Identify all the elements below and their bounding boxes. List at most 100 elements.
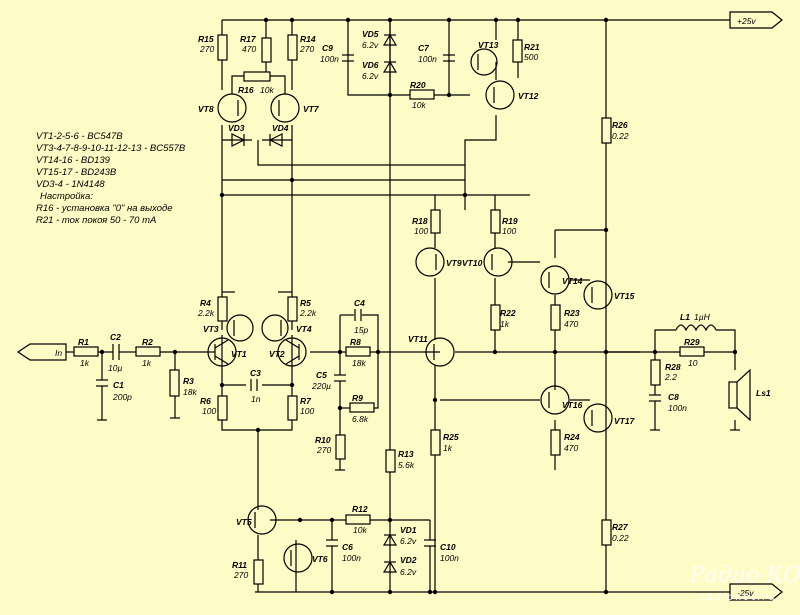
transistor-vt10 [483,247,513,277]
resistor-r11 [253,559,264,585]
label-vt4: VT4 [296,324,312,334]
label-vd4-ref: VD4 [272,123,289,133]
label-r17-value: 470 [242,44,256,54]
resistor-r26 [601,117,612,144]
transistor-vt13 [470,48,498,76]
input-port: In [16,343,67,361]
capacitor-c2 [108,344,124,360]
component-notes: VT1-2-5-6 - BC547B VT3-4-7-8-9-10-11-12-… [36,131,186,226]
label-r15-ref: R15 [198,34,214,44]
label-r8-ref: R8 [350,337,361,347]
resistor-r4 [217,296,228,322]
label-c1-value: 200p [112,392,132,402]
label-c2-value: 10µ [108,363,122,373]
note-line: VT3-4-7-8-9-10-11-12-13 - BC557B [36,143,186,154]
label-r10-ref: R10 [315,435,331,445]
label-r4-value: 2.2k [197,308,215,318]
capacitor-c4 [354,309,362,321]
transistor-vt11 [425,337,455,367]
resistor-r21 [512,39,523,63]
junction-dots [99,17,738,595]
label-vt1: VT1 [231,349,247,359]
component-labels: R1 1k R2 1k R3 18k R4 2.2k R5 2.2k R6 10… [78,29,771,580]
label-c3-ref: C3 [250,368,261,378]
capacitor-c8 [649,394,661,402]
speaker-ls1 [728,368,751,422]
zener-vd2 [382,560,398,573]
resistor-r19 [490,209,501,234]
label-vt7: VT7 [303,104,320,114]
label-r16-value: 10k [260,85,274,95]
label-r11-ref: R11 [232,560,247,570]
label-r19-ref: R19 [502,216,518,226]
label-vd5-ref: VD5 [362,29,379,39]
label-c10-ref: C10 [440,542,456,552]
svg-text:+25v: +25v [737,16,756,26]
resistor-r18 [430,209,441,234]
label-r5-ref: R5 [300,298,311,308]
label-r1-value: 1k [80,358,90,368]
transistor-vt7 [270,93,300,123]
label-r20-ref: R20 [410,80,426,90]
transistor-vt16 [540,385,570,415]
label-r11-value: 270 [233,570,248,580]
svg-text:In: In [55,348,62,358]
label-r16-ref: R16 [238,85,254,95]
label-c5-value: 220µ [311,381,331,391]
label-c5-ref: C5 [316,370,327,380]
label-vd3-ref: VD3 [228,123,245,133]
label-r5-value: 2.2k [299,308,317,318]
transistor-vt8 [217,93,247,123]
zener-vd1 [382,533,398,546]
label-r24-value: 470 [564,443,578,453]
label-r17-ref: R17 [240,34,257,44]
current-source-wiring [257,519,300,592]
svg-text:Радио КОТ: Радио КОТ [689,563,800,588]
label-r23-ref: R23 [564,308,580,318]
note-line: VT1-2-5-6 - BC547B [36,131,123,142]
label-r22-ref: R22 [500,308,516,318]
label-r3-value: 18k [183,387,197,397]
note-line: VT15-17 - BD243B [36,167,117,178]
label-r26-value: 0.22 [612,131,629,141]
note-line: R21 - ток покоя 50 - 70 mA [36,215,156,226]
label-c6-value: 100n [342,553,361,563]
capacitor-c3 [250,379,258,391]
note-line: VD3-4 - 1N4148 [36,179,105,190]
label-r27-value: 0.22 [612,533,629,543]
label-r7-value: 100 [300,406,314,416]
diff-pair-wiring [206,20,530,510]
label-vt12: VT12 [518,91,539,101]
resistor-r9 [349,402,375,413]
capacitor-c6 [326,539,338,547]
label-c6-ref: C6 [342,542,353,552]
label-l1-ref: L1 [680,312,690,322]
diode-vd4 [262,133,292,147]
resistor-r23 [550,304,561,331]
resistor-r17 [261,37,272,63]
vminus-port: -25v [729,583,783,601]
label-c2-ref: C2 [110,332,121,342]
ground-symbols-input [97,417,180,421]
resistor-r29 [679,346,705,357]
label-c7-ref: C7 [418,43,430,53]
label-r15-value: 270 [199,44,214,54]
label-r6-value: 100 [202,406,216,416]
svg-text:radiokot.ru: radiokot.ru [700,592,777,603]
label-r13-value: 5.6k [398,460,415,470]
label-vt17: VT17 [614,416,636,426]
label-vt2: VT2 [269,349,285,359]
label-vd2-value: 6.2v [400,567,417,577]
svg-text:-25v: -25v [737,588,754,598]
transistor-vt17 [583,403,613,433]
label-r12-ref: R12 [352,504,368,514]
label-r13-ref: R13 [398,449,414,459]
resistor-r24 [550,429,561,456]
label-r27-ref: R27 [612,522,629,532]
label-c10-value: 100n [440,553,459,563]
label-vd1-value: 6.2v [400,536,417,546]
transistor-vt12 [485,80,515,110]
label-r29-ref: R29 [684,337,700,347]
note-line: R16 - установка "0" на выходе [36,203,173,214]
